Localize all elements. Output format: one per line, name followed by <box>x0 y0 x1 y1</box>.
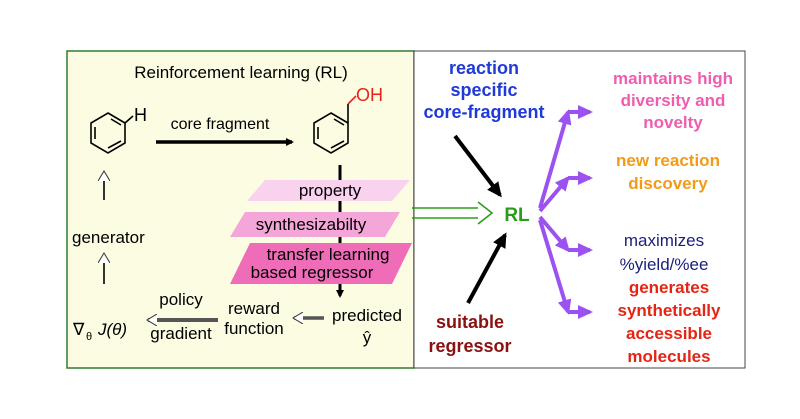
oh-group-label: OH <box>356 85 383 105</box>
predicted-label: predicted <box>332 306 402 325</box>
y-hat-label: ŷ <box>363 328 372 347</box>
output-yield-line1: maximizes <box>624 231 704 250</box>
rl-center-label: RL <box>504 205 530 226</box>
output-synthetic-line4: molecules <box>627 347 710 366</box>
input-top-arrow <box>453 134 502 198</box>
output-discovery-line2: discovery <box>628 174 708 193</box>
input-top-line1: reaction <box>449 58 519 78</box>
input-bottom-line1: suitable <box>436 312 504 332</box>
policy-label: policy <box>159 290 203 309</box>
input-top-line2: specific <box>450 80 517 100</box>
property-label: property <box>299 181 362 200</box>
green-connector-arrow <box>412 201 494 225</box>
core-fragment-label: core fragment <box>171 116 270 133</box>
output-discovery-line1: new reaction <box>616 151 720 170</box>
transfer-learning-label: transfer learning <box>267 245 390 264</box>
output-yield-line2: %yield/%ee <box>620 255 709 274</box>
benzene-molecule <box>90 112 134 154</box>
synthesizability-layer <box>230 212 400 237</box>
h-atom-label: H <box>134 105 147 125</box>
transfer-learning-layer <box>230 243 412 284</box>
input-bottom-arrow <box>466 232 507 304</box>
panel-title: Reinforcement learning (RL) <box>134 63 348 82</box>
generator-label: generator <box>72 228 145 247</box>
reward-label: reward <box>228 299 280 318</box>
property-layer <box>247 180 410 201</box>
gradient-label: gradient <box>150 324 212 343</box>
output-diversity-line1: maintains high <box>613 69 733 88</box>
function-label: function <box>224 319 284 338</box>
output-synthetic-line3: accessible <box>626 324 712 343</box>
input-top-line3: core-fragment <box>423 102 544 122</box>
synthesizability-label: synthesizabilty <box>256 215 367 234</box>
output-diversity-line2: diversity and <box>621 91 726 110</box>
left-panel <box>66 50 415 369</box>
svg-text:θ: θ <box>86 331 92 343</box>
benzyl-alcohol-molecule <box>313 95 357 154</box>
output-synthetic-line2: synthetically <box>618 301 722 320</box>
svg-text:J(θ): J(θ) <box>97 320 127 339</box>
output-synthetic-line1: generates <box>629 278 709 297</box>
output-diversity-line3: novelty <box>643 113 703 132</box>
gradient-symbol: ∇ θ J(θ) <box>72 320 127 343</box>
based-regressor-label: based regressor <box>251 263 374 282</box>
input-bottom-line2: regressor <box>428 336 511 356</box>
output-arrows <box>538 105 593 319</box>
svg-text:∇: ∇ <box>72 320 85 339</box>
